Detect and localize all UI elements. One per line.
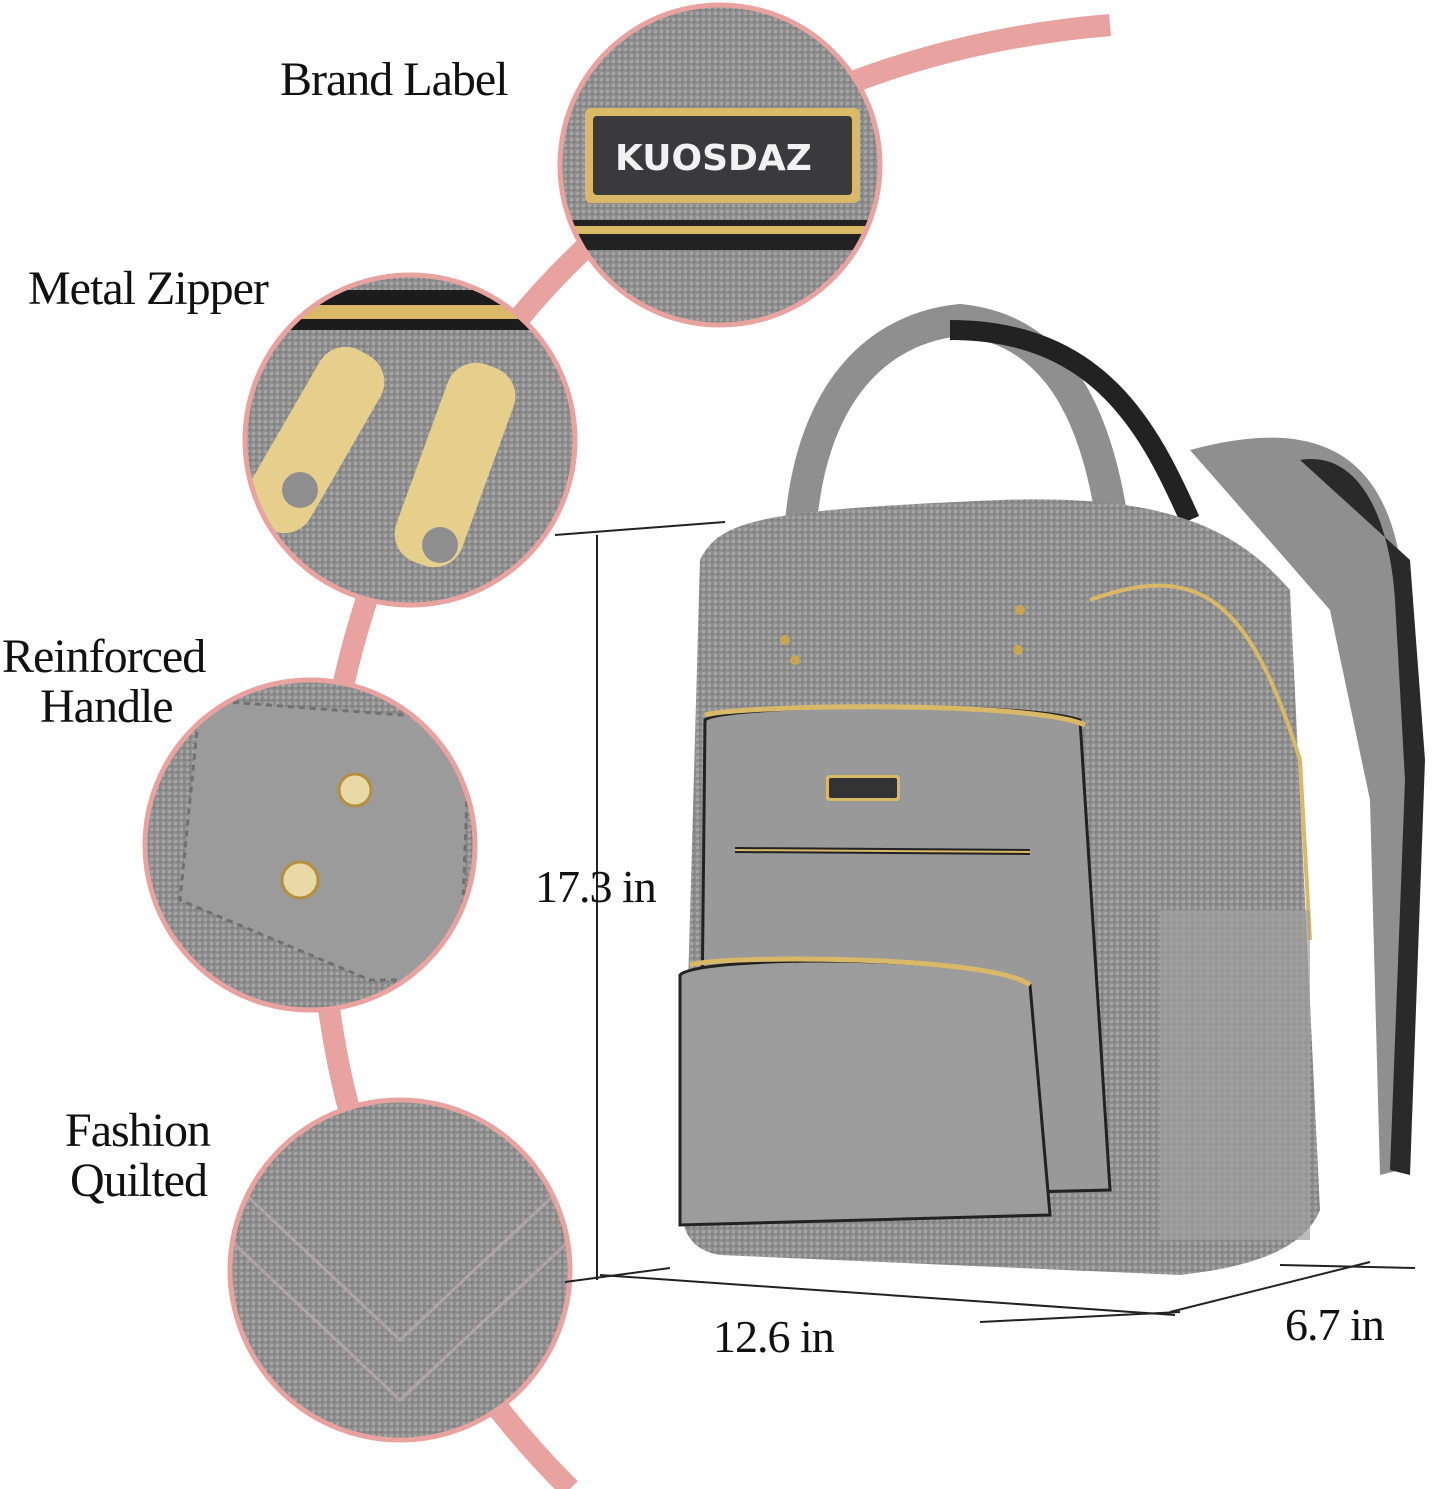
label-reinforced: Reinforced xyxy=(2,630,206,683)
depth-dimension: 6.7 in xyxy=(1285,1299,1385,1350)
backpack-image xyxy=(678,303,1425,1275)
label-handle: Handle xyxy=(40,680,174,733)
width-dimension: 12.6 in xyxy=(713,1311,835,1362)
label-brand-label: Brand Label xyxy=(280,53,509,106)
brand-label-detail: KUOSDAZ xyxy=(562,7,878,323)
fashion-quilted-detail xyxy=(232,1102,568,1438)
label-metal-zipper: Metal Zipper xyxy=(28,262,269,315)
height-dimension: 17.3 in xyxy=(535,861,657,912)
reinforced-handle-detail xyxy=(147,682,473,1008)
svg-text:KUOSDAZ: KUOSDAZ xyxy=(615,138,812,179)
label-quilted: Quilted xyxy=(70,1154,208,1207)
label-fashion: Fashion xyxy=(65,1104,211,1157)
dimension-lines xyxy=(554,521,1416,1323)
